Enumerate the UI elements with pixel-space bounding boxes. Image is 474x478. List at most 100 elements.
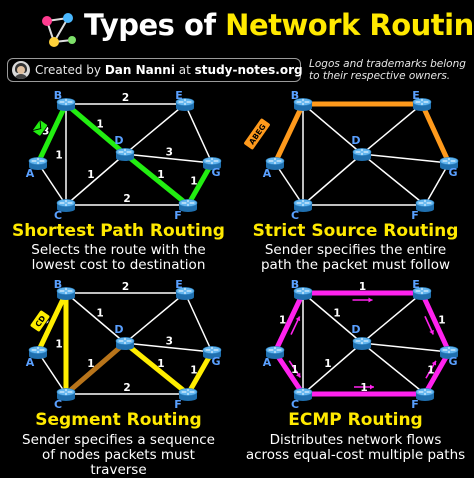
- link-cost-label: 1: [96, 119, 103, 131]
- credit-box: Created by Dan Nanni at study-notes.org: [7, 58, 303, 82]
- site-name: study-notes.org: [194, 63, 303, 77]
- node-label-e: E: [175, 279, 183, 291]
- trademark-note: Logos and trademarks belong to their res…: [309, 58, 466, 82]
- router-g-icon: [202, 157, 222, 170]
- node-label-c: C: [54, 209, 62, 220]
- router-b-icon: [293, 98, 313, 111]
- link-a-c: [37, 351, 67, 395]
- node-label-d: D: [351, 134, 360, 147]
- node-label-b: B: [54, 90, 62, 102]
- segment-diagram: 231113211ABCDEFGCD: [26, 279, 222, 409]
- link-cost-label: 1: [333, 308, 340, 320]
- panel-title: Shortest Path Routing: [12, 221, 225, 241]
- node-label-f: F: [174, 209, 182, 220]
- link-cost-label: 1: [190, 176, 197, 188]
- route-segment-e-g: [419, 290, 452, 355]
- link-cost-label: 2: [122, 281, 129, 293]
- link-cost-label: 1: [190, 365, 197, 377]
- link-cost-label: 1: [96, 308, 103, 320]
- route-header-tag: CD: [29, 309, 51, 333]
- flow-arrowhead: [295, 316, 301, 322]
- link-d-g: [124, 153, 213, 164]
- route-segment-a-b: [272, 101, 306, 166]
- router-d-icon: [115, 148, 135, 161]
- flow-arrowhead: [296, 372, 301, 378]
- link-cost-label: 3: [42, 125, 49, 137]
- node-label-d: D: [114, 323, 123, 336]
- route-segment-c-d: [63, 340, 128, 397]
- route-segment-f-g: [185, 160, 215, 208]
- link-cost-label: 3: [166, 147, 173, 159]
- page-title-highlight: Network Routing: [225, 8, 474, 42]
- flow-arrowhead: [431, 360, 437, 366]
- router-f-icon: [415, 388, 435, 401]
- node-label-g: G: [448, 355, 457, 368]
- packet-icon: [31, 119, 48, 137]
- panel-description: Distributes network flows across equal-c…: [245, 432, 466, 463]
- link-c-d: [302, 342, 363, 395]
- route-segment-d-f: [122, 340, 191, 397]
- link-e-d: [361, 103, 423, 155]
- router-b-icon: [56, 98, 76, 111]
- router-a-icon: [265, 346, 285, 359]
- node-label-b: B: [291, 90, 299, 102]
- link-d-g: [361, 153, 450, 164]
- route-segment-a-c: [272, 349, 306, 397]
- link-cost-label: 1: [157, 169, 164, 181]
- route-segment-f-g: [422, 349, 452, 397]
- route-segment-a-b: [35, 290, 69, 355]
- router-b-icon: [56, 287, 76, 300]
- route-segment-a-b: [35, 101, 69, 166]
- route-segment-a-b: [272, 290, 306, 355]
- link-cost-label: 1: [279, 314, 286, 326]
- link-d-f: [361, 153, 426, 206]
- node-label-a: A: [26, 167, 35, 180]
- router-c-icon: [56, 388, 76, 401]
- router-f-icon: [178, 388, 198, 401]
- route-segment-d-f: [122, 151, 191, 208]
- router-f-icon: [178, 199, 198, 212]
- link-cost-label: 1: [291, 364, 298, 376]
- link-a-c: [274, 162, 304, 206]
- node-label-f: F: [411, 398, 419, 409]
- link-cost-label: 1: [55, 339, 62, 351]
- flow-arrowhead: [429, 329, 434, 335]
- router-b-icon: [293, 287, 313, 300]
- route-segment-f-g: [185, 349, 215, 397]
- router-c-icon: [293, 388, 313, 401]
- node-label-a: A: [263, 356, 272, 369]
- node-label-b: B: [291, 279, 299, 291]
- node-label-c: C: [291, 209, 299, 220]
- link-e-g: [184, 103, 213, 164]
- link-cost-label: 1: [157, 358, 164, 370]
- link-d-f: [361, 342, 426, 395]
- node-label-g: G: [448, 166, 457, 179]
- link-cost-label: 1: [87, 358, 94, 370]
- page-title: Types of Network Routing: [84, 8, 474, 42]
- node-label-d: D: [351, 323, 360, 336]
- node-label-e: E: [175, 90, 183, 102]
- route-segment-e-g: [419, 101, 452, 166]
- author-name: Dan Nanni: [104, 63, 175, 77]
- router-g-icon: [439, 346, 459, 359]
- panel-title: Segment Routing: [35, 410, 202, 430]
- link-f-g: [424, 162, 450, 206]
- node-label-e: E: [412, 279, 420, 291]
- node-label-c: C: [291, 398, 299, 409]
- router-a-icon: [265, 157, 285, 170]
- link-cost-label: 2: [123, 193, 130, 205]
- router-e-icon: [412, 287, 432, 300]
- router-g-icon: [202, 346, 222, 359]
- link-cost-label: 1: [359, 281, 366, 293]
- panel-description: Selects the route with the lowest cost t…: [31, 242, 206, 273]
- flow-arrowhead: [370, 384, 374, 390]
- link-c-d: [302, 153, 363, 206]
- node-label-d: D: [114, 134, 123, 147]
- node-label-g: G: [211, 166, 220, 179]
- router-e-icon: [412, 98, 432, 111]
- panel-title: ECMP Routing: [288, 410, 423, 430]
